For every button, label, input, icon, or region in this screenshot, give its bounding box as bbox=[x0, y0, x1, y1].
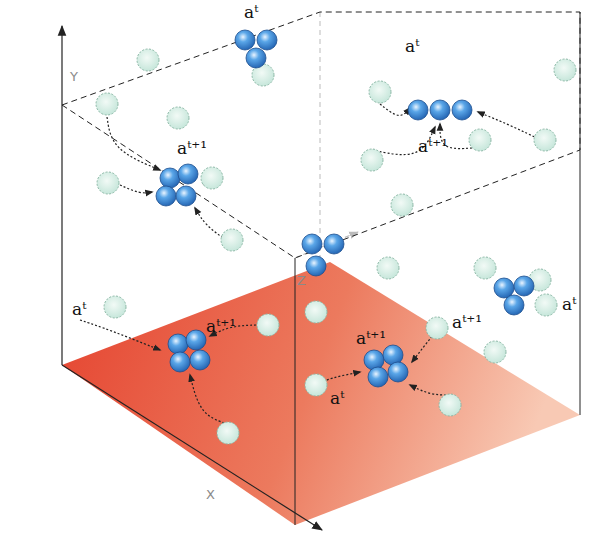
cluster-atom bbox=[176, 186, 196, 206]
free-atom bbox=[534, 129, 556, 151]
cluster-atom bbox=[324, 234, 344, 254]
atom-label: aᵗ bbox=[330, 390, 344, 407]
axis-label: Z bbox=[297, 274, 306, 287]
cluster-atom bbox=[388, 362, 408, 382]
cluster-atom bbox=[514, 276, 534, 296]
x-axis bbox=[62, 365, 322, 530]
cluster-atom bbox=[168, 334, 188, 354]
atom-label: aᵗ⁺¹ bbox=[206, 318, 236, 335]
atom-label: aᵗ⁺¹ bbox=[452, 314, 482, 331]
cluster-atom bbox=[364, 350, 384, 370]
atom-label: aᵗ bbox=[244, 4, 258, 21]
dotted-arrow bbox=[107, 117, 160, 170]
free-atom bbox=[535, 294, 557, 316]
free-atom bbox=[484, 341, 506, 363]
free-atom bbox=[377, 257, 399, 279]
cluster-atom bbox=[186, 330, 206, 350]
y-axis bbox=[61, 26, 62, 365]
cluster-atom bbox=[408, 100, 428, 120]
free-atom bbox=[474, 257, 496, 279]
free-atom bbox=[426, 317, 448, 339]
atom-label: aᵗ bbox=[405, 38, 419, 55]
free-atom bbox=[361, 149, 383, 171]
dotted-arrow bbox=[80, 320, 160, 350]
z-axis bbox=[295, 232, 358, 258]
free-atom bbox=[469, 129, 491, 151]
free-atom bbox=[221, 229, 243, 251]
cluster-atom bbox=[302, 234, 322, 254]
dotted-arrow bbox=[190, 375, 228, 424]
free-atom bbox=[257, 314, 279, 336]
free-atom bbox=[167, 107, 189, 129]
atom-label: aᵗ⁺¹ bbox=[356, 330, 386, 347]
cluster-atom bbox=[178, 164, 198, 184]
atom-label: aᵗ⁺¹ bbox=[177, 140, 207, 157]
cluster-atom bbox=[160, 168, 180, 188]
cluster-atom bbox=[246, 48, 266, 68]
free-atom bbox=[369, 81, 391, 103]
cluster-atom bbox=[368, 367, 388, 387]
right-edge bbox=[580, 12, 581, 415]
free-atom bbox=[97, 172, 119, 194]
floor-plane bbox=[62, 262, 580, 525]
cluster-atom bbox=[494, 278, 514, 298]
front-edge bbox=[295, 258, 296, 525]
atom-label: aᵗ⁺¹ bbox=[418, 138, 448, 155]
free-atom bbox=[305, 374, 327, 396]
dotted-arrow bbox=[380, 104, 410, 115]
cluster-atom bbox=[257, 30, 277, 50]
back-edge bbox=[320, 12, 321, 262]
cluster-atom bbox=[430, 100, 450, 120]
free-atom bbox=[104, 296, 126, 318]
cluster-atom bbox=[190, 350, 210, 370]
free-atom bbox=[217, 422, 239, 444]
free-atom bbox=[554, 59, 576, 81]
top-face bbox=[62, 105, 580, 258]
cluster-atom bbox=[504, 295, 524, 315]
free-atom bbox=[439, 394, 461, 416]
free-atom bbox=[201, 167, 223, 189]
cluster-atom bbox=[306, 256, 326, 276]
axis-label: Y bbox=[70, 70, 78, 83]
cluster-atom bbox=[170, 352, 190, 372]
axis-label: X bbox=[206, 488, 215, 501]
free-atom bbox=[137, 49, 159, 71]
atom-label: aᵗ bbox=[562, 296, 576, 313]
cluster-atom bbox=[235, 30, 255, 50]
cluster-atom bbox=[156, 186, 176, 206]
top-face bbox=[62, 12, 580, 150]
free-atom bbox=[305, 301, 327, 323]
free-atom bbox=[391, 194, 413, 216]
dotted-arrow bbox=[120, 185, 152, 193]
dotted-arrow bbox=[195, 208, 226, 240]
dotted-arrow bbox=[410, 385, 450, 395]
atom-label: aᵗ bbox=[72, 301, 86, 318]
cluster-atom bbox=[452, 100, 472, 120]
free-atom bbox=[96, 93, 118, 115]
